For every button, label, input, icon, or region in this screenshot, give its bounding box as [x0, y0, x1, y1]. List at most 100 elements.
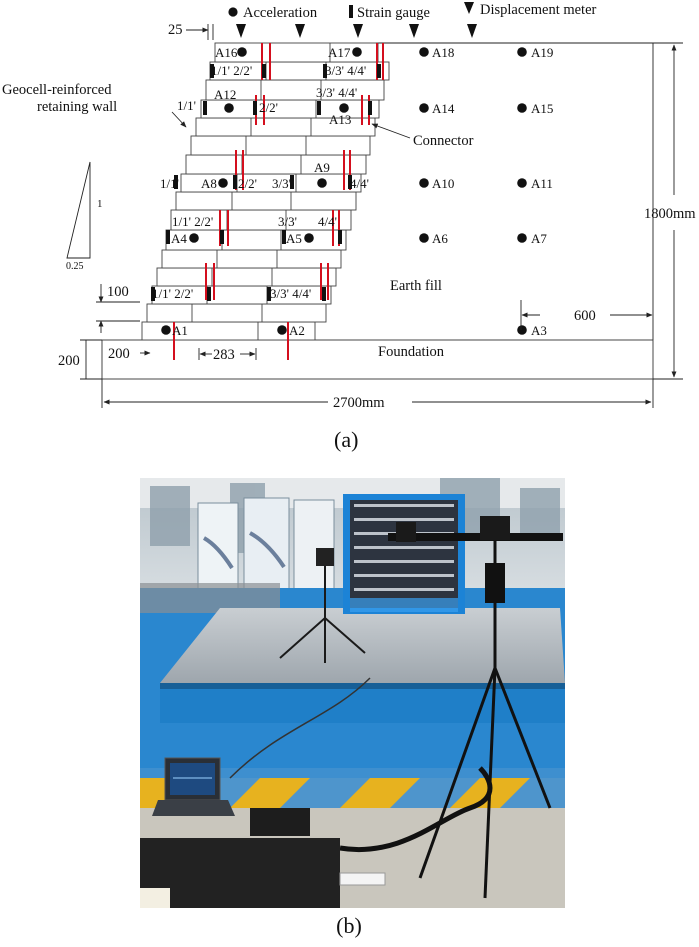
gauge-label: 1/1' — [177, 98, 196, 113]
accelerometer-label: A9 — [314, 160, 330, 175]
connector-pointer-arrow — [371, 123, 411, 139]
gauge-label: 3/3' — [272, 176, 291, 191]
dim-200-offset-label: 200 — [108, 346, 130, 362]
gauge-label: 2/2' — [259, 100, 278, 115]
accelerometer-icon — [224, 103, 234, 113]
strain-gauge-icon — [317, 101, 321, 115]
geocell-layer — [146, 303, 327, 323]
caption-b: (b) — [336, 913, 362, 938]
wall-label-line2: retaining wall — [37, 99, 117, 115]
displacement-meter-icon — [409, 24, 419, 38]
slope-rise-label: 1 — [97, 198, 103, 210]
accelerometer-icon — [277, 325, 287, 335]
gauge-label: 3/3' 4/4' — [325, 63, 366, 78]
power-strip — [339, 872, 386, 886]
geocell-wall-face — [350, 500, 458, 608]
accelerometer-icon — [317, 178, 327, 188]
camera — [396, 522, 416, 542]
strain-gauge-icon — [348, 175, 352, 189]
accelerometer-icon — [517, 103, 527, 113]
accelerometer-icon — [161, 325, 171, 335]
accelerometer-icon — [352, 47, 362, 57]
camera-rail — [388, 533, 563, 541]
dim-2700-label: 2700mm — [333, 395, 385, 411]
accelerometer-icon — [517, 178, 527, 188]
wall-pointer-arrow — [171, 111, 187, 128]
accelerometer-label: A11 — [531, 176, 553, 191]
strain-gauges — [151, 64, 381, 301]
tripod-left — [279, 563, 366, 663]
shaking-table-top — [160, 608, 565, 683]
displacement-meter-legend-icon — [464, 2, 474, 14]
accelerometer-label: A7 — [531, 231, 547, 246]
geocell-layer — [156, 267, 337, 287]
strain-gauge-icon — [322, 287, 326, 301]
strain-gauge-icon — [220, 230, 224, 244]
dim-25-label: 25 — [168, 22, 183, 38]
slope-indicator: 1 0.25 — [66, 161, 103, 272]
accelerometer-icon — [517, 233, 527, 243]
dim-100-label: 100 — [107, 284, 129, 300]
strain-gauge-icon — [207, 287, 211, 301]
accelerometer-icon — [517, 47, 527, 57]
accelerometer-label: A12 — [214, 87, 236, 102]
accelerometer-icon — [419, 233, 429, 243]
accelerometer-icon — [419, 178, 429, 188]
strain-gauge-icon — [233, 175, 237, 189]
accelerometer-label: A18 — [432, 45, 454, 60]
accelerometer-icon — [517, 325, 527, 335]
accelerometer-icon — [419, 47, 429, 57]
accelerometer-icon — [419, 103, 429, 113]
lab-photo — [140, 478, 565, 908]
displacement-meter-legend-label: Displacement meter — [480, 2, 597, 18]
dim-600-label: 600 — [574, 308, 596, 324]
connector-annotation: Connector — [371, 123, 474, 149]
strain-gauge-icon — [203, 101, 207, 115]
accelerometer-icon — [218, 178, 228, 188]
lab-photo-illustration — [140, 478, 565, 908]
accelerometer-label: A6 — [432, 231, 448, 246]
displacement-meter-icon — [295, 24, 305, 38]
strain-gauge-icon — [338, 230, 342, 244]
gauge-label: 4/4' — [318, 214, 337, 229]
gauge-label: 4/4' — [350, 176, 369, 191]
strain-gauge-labels: 1/1' 2/2' 3/3' 4/4' 3/3' 4/4' 1/1' 2/2' … — [152, 63, 369, 301]
accelerometer-label: A19 — [531, 45, 553, 60]
strain-gauge-icon — [267, 287, 271, 301]
accelerometer-label: A1 — [172, 323, 188, 338]
slope-triangle — [66, 161, 91, 259]
shaking-table-base — [160, 683, 565, 723]
displacement-meter-icon — [467, 24, 477, 38]
geocell-layer — [175, 191, 357, 211]
accelerometer-label: A17 — [328, 45, 351, 60]
gauge-label: 3/3' 4/4' — [270, 286, 311, 301]
strain-gauge-icon — [210, 64, 214, 78]
strain-gauge-icon — [166, 230, 170, 244]
strain-gauge-icon — [253, 101, 257, 115]
gauge-label: 1/1' 2/2' — [172, 214, 213, 229]
accelerometer-label: A2 — [289, 323, 305, 338]
cable — [339, 766, 493, 852]
foundation-label: Foundation — [378, 344, 445, 360]
laptop-base — [152, 800, 235, 816]
acceleration-legend-icon — [228, 7, 238, 17]
accelerometer-icon — [304, 233, 314, 243]
accelerometer-label: A10 — [432, 176, 454, 191]
accelerometer-icon — [189, 233, 199, 243]
model-outline: Foundation Earth fill — [101, 42, 654, 380]
gauge-label: 2/2' — [238, 176, 257, 191]
strain-gauge-legend-icon — [349, 5, 353, 18]
strain-gauge-icon — [282, 230, 286, 244]
dimensions: 25 100 200 200 283 600 1800mm — [58, 22, 696, 411]
accelerometer-label: A4 — [171, 231, 187, 246]
slope-run-label: 0.25 — [66, 261, 84, 272]
accelerometer-label: A3 — [531, 323, 547, 338]
caption-a: (a) — [334, 427, 358, 452]
strain-gauge-icon — [151, 287, 155, 301]
connector-label: Connector — [413, 133, 474, 149]
accelerometer-label: A13 — [329, 112, 351, 127]
accelerometer-label: A8 — [201, 176, 217, 191]
accelerometer-label: A14 — [432, 101, 455, 116]
gauge-label: 3/3' 4/4' — [316, 85, 357, 100]
accelerometer-icon — [237, 47, 247, 57]
